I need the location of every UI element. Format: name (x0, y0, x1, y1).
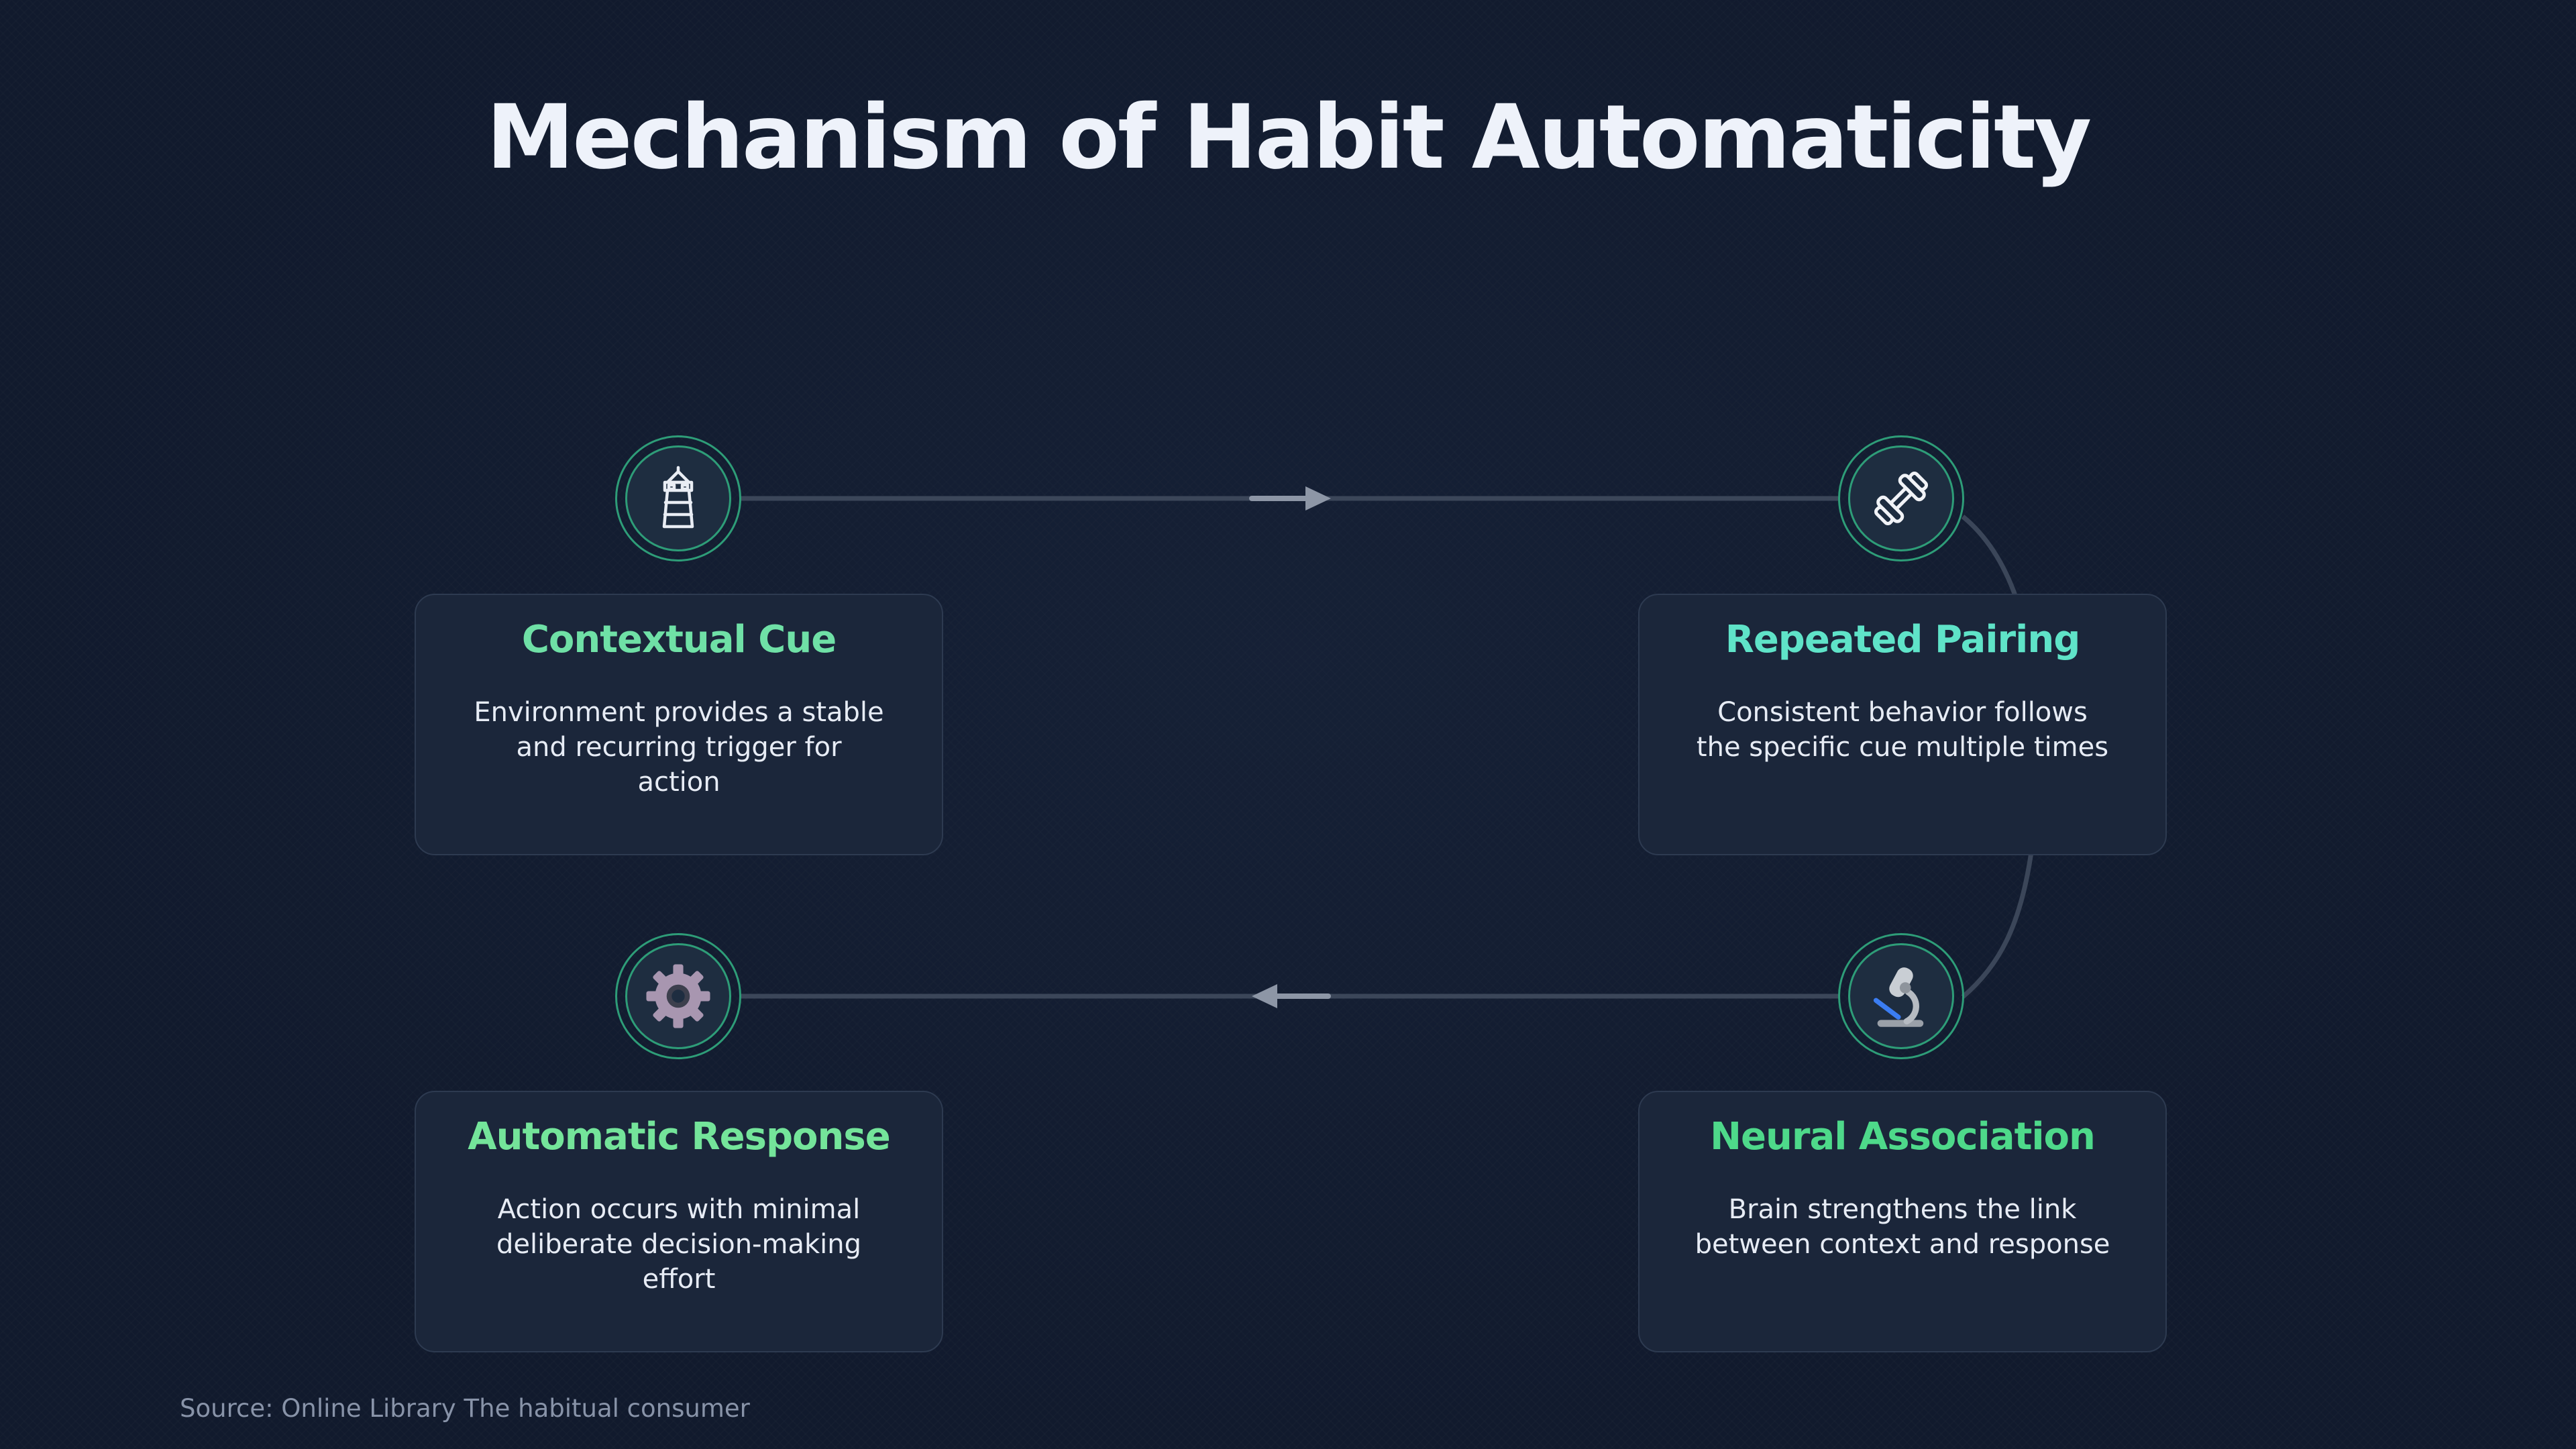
step-description: Action occurs with minimal deliberate de… (496, 1194, 861, 1295)
step-title: Neural Association (1710, 1115, 2096, 1159)
lighthouse-icon (662, 466, 694, 529)
step-icon-repeated-pairing (1838, 435, 1964, 561)
step-card-automatic-response: Automatic Response Action occurs with mi… (415, 1091, 943, 1352)
arrow-left-icon (1252, 984, 1331, 1008)
step-icon-contextual-cue (615, 435, 741, 561)
page-title: Mechanism of Habit Automaticity (486, 86, 2092, 189)
step-title: Automatic Response (468, 1115, 890, 1159)
step-title: Repeated Pairing (1725, 618, 2081, 661)
arrow-right-icon (1249, 486, 1331, 511)
source-citation: Source: Online Library The habitual cons… (180, 1394, 750, 1423)
step-description: Brain strengthens the link between conte… (1695, 1194, 2110, 1260)
step-icon-automatic-response (615, 933, 741, 1059)
step-title: Contextual Cue (521, 618, 837, 661)
step-description: Consistent behavior follows the specific… (1696, 697, 2109, 763)
step-icon-neural-association (1838, 933, 1964, 1059)
step-card-repeated-pairing: Repeated Pairing Consistent behavior fol… (1638, 594, 2167, 855)
microscope-icon (1873, 967, 1924, 1027)
dumbbell-icon (1874, 471, 1929, 526)
gear-icon (646, 964, 710, 1028)
step-description: Environment provides a stable and recurr… (474, 697, 884, 798)
step-card-neural-association: Neural Association Brain strengthens the… (1638, 1091, 2167, 1352)
step-card-contextual-cue: Contextual Cue Environment provides a st… (415, 594, 943, 855)
